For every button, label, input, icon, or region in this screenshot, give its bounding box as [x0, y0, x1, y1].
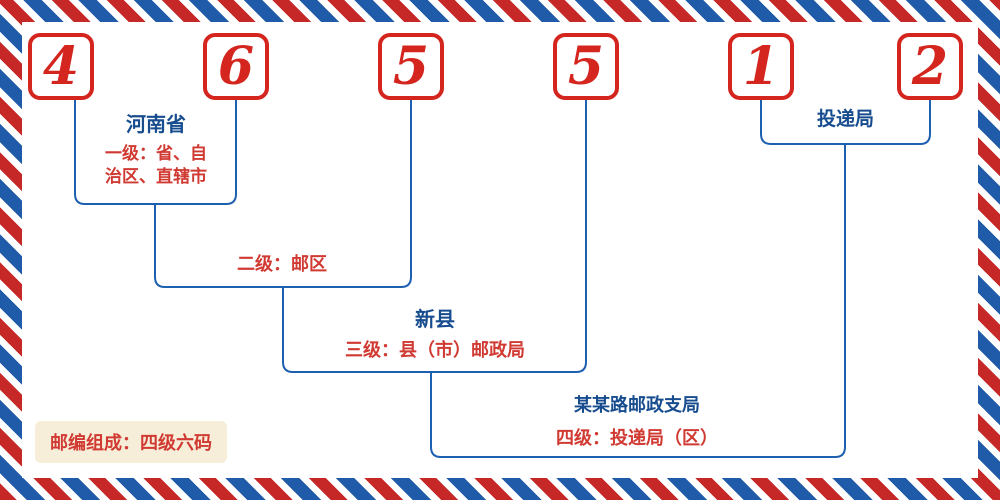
- level3-description-label: 三级：县（市）邮政局: [345, 340, 525, 360]
- postal-digit-6: 2: [911, 35, 949, 97]
- composition-note-badge: 邮编组成：四级六码: [35, 421, 227, 463]
- diagram-canvas: [22, 22, 978, 478]
- postal-digit-box-1: 4: [28, 33, 94, 100]
- county-name-label: 新县: [415, 309, 455, 331]
- connector-level4-line: [430, 144, 846, 458]
- postal-digit-4: 5: [567, 35, 605, 97]
- postal-digit-box-3: 5: [378, 33, 444, 100]
- postal-digit-box-4: 5: [553, 33, 619, 100]
- level2-description-label: 二级：邮区: [237, 254, 327, 274]
- postal-digit-box-5: 1: [728, 33, 794, 100]
- postal-digit-3: 5: [392, 35, 430, 97]
- level1-description-label: 一级：省、自 治区、直辖市: [105, 144, 207, 186]
- postal-digit-box-2: 6: [203, 33, 269, 100]
- postal-digit-box-6: 2: [897, 33, 963, 100]
- delivery-office-label: 投递局: [816, 109, 874, 130]
- branch-office-label: 某某路邮政支局: [574, 395, 700, 415]
- province-name-label: 河南省: [126, 114, 186, 136]
- postal-digit-2: 6: [217, 35, 255, 97]
- connector-level3-line: [282, 100, 587, 373]
- postal-digit-5: 1: [742, 35, 780, 97]
- postal-digit-1: 4: [42, 35, 80, 97]
- level4-description-label: 四级：投递局（区）: [556, 428, 718, 448]
